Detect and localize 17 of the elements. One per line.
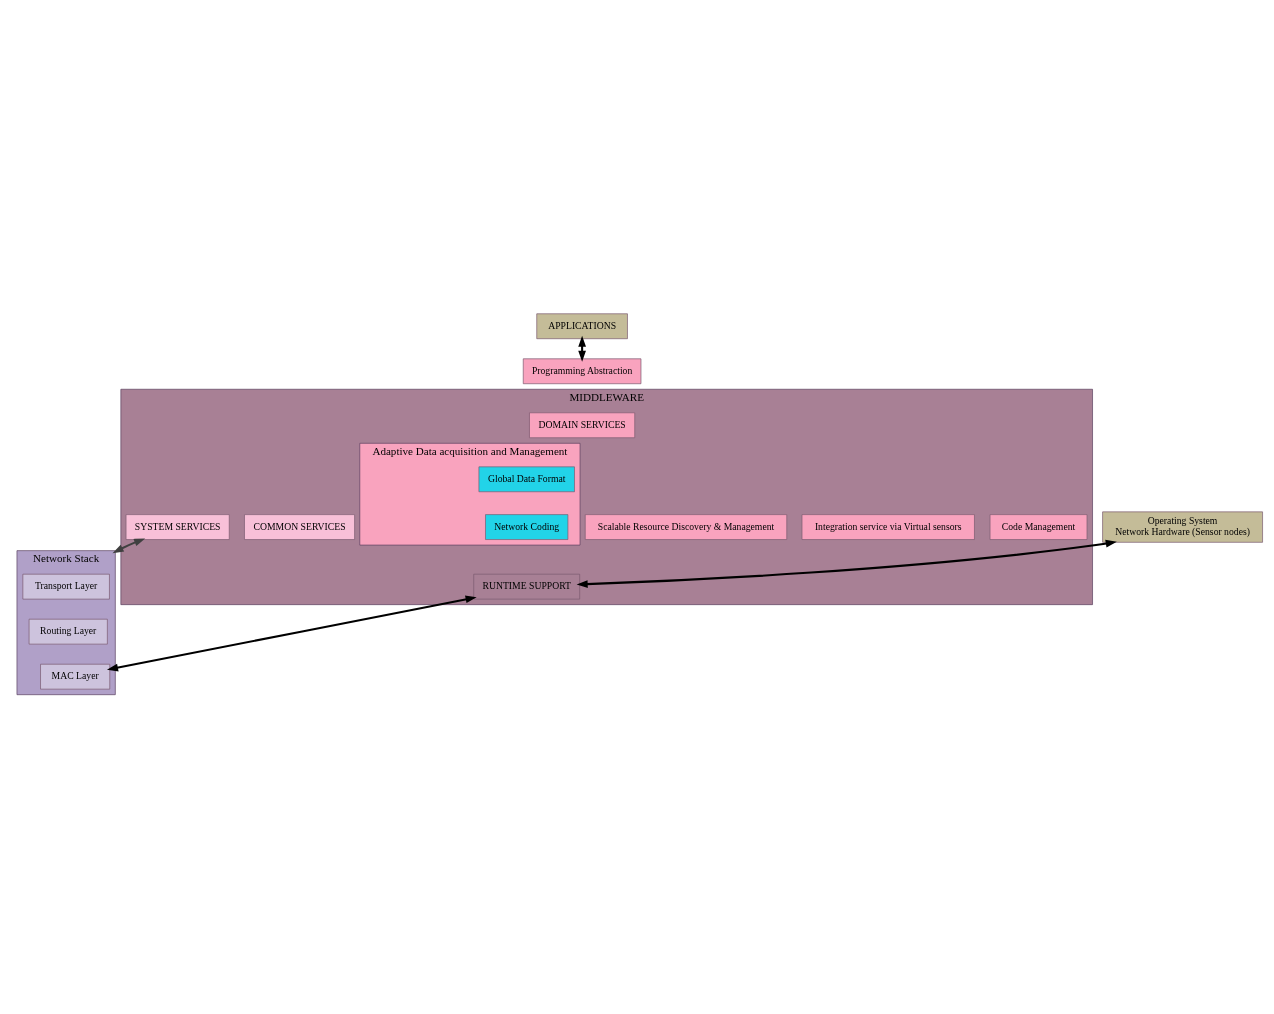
node-box: Global Data Format: [478, 466, 575, 493]
node-box: COMMON SERVICES: [244, 514, 355, 540]
node-box: Scalable Resource Discovery & Management: [584, 514, 788, 540]
node-box: DOMAIN SERVICES: [529, 412, 636, 439]
arrow: [106, 595, 477, 672]
node-box: Network Coding: [485, 514, 569, 540]
node-box: APPLICATIONS: [536, 313, 628, 340]
node-box: Programming Abstraction: [522, 358, 642, 385]
node-box: Transport Layer: [22, 573, 110, 600]
node-box: SYSTEM SERVICES: [125, 514, 230, 540]
node-box: Code Management: [989, 514, 1088, 540]
node-box: Operating System Network Hardware (Sensor nodes): [1102, 511, 1263, 543]
node-box: Integration service via Virtual sensors: [801, 514, 975, 540]
node-box: Routing Layer: [28, 618, 108, 645]
arrow: [576, 539, 1117, 588]
node-box: RUNTIME SUPPORT: [473, 573, 581, 600]
node-box: MAC Layer: [40, 663, 111, 690]
